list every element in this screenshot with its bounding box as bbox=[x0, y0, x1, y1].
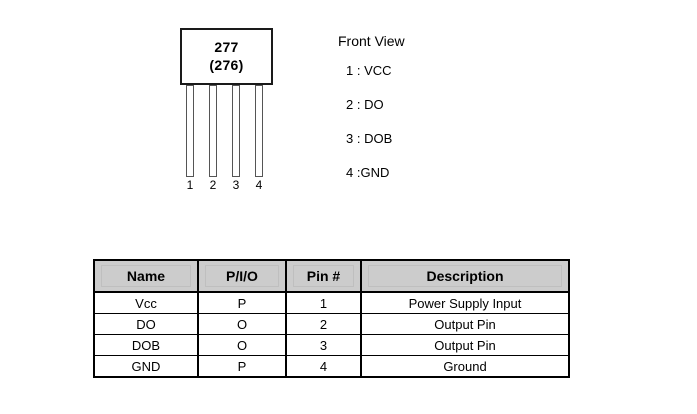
package-body-outline: 277 (276) bbox=[180, 28, 273, 85]
table-row: GND P 4 Ground bbox=[93, 355, 570, 378]
front-view-item-3: 3 : DOB bbox=[346, 131, 393, 146]
front-view-legend: Front View 1 : VCC 2 : DO 3 : DOB 4 :GND bbox=[338, 33, 405, 199]
pin-leads-group: 1 2 3 4 bbox=[180, 85, 273, 192]
cell-name: DO bbox=[93, 313, 199, 335]
column-header-pin: Pin # bbox=[285, 259, 362, 293]
cell-name: GND bbox=[93, 355, 199, 378]
column-header-pio-label: P/I/O bbox=[205, 265, 279, 287]
cell-pio: P bbox=[197, 355, 287, 378]
pin-number-3: 3 bbox=[232, 178, 240, 192]
cell-pin: 3 bbox=[285, 334, 362, 356]
pin-lead-1 bbox=[186, 85, 194, 177]
cell-pio: O bbox=[197, 313, 287, 335]
column-header-pin-label: Pin # bbox=[293, 265, 354, 287]
pin-number-4: 4 bbox=[255, 178, 263, 192]
column-header-pio: P/I/O bbox=[197, 259, 287, 293]
column-header-name-label: Name bbox=[101, 265, 191, 287]
pin-number-2: 2 bbox=[209, 178, 217, 192]
package-diagram: 277 (276) 1 2 3 4 bbox=[180, 28, 273, 192]
front-view-item-1: 1 : VCC bbox=[346, 63, 392, 78]
cell-pio: P bbox=[197, 291, 287, 314]
column-header-description: Description bbox=[360, 259, 570, 293]
column-header-name: Name bbox=[93, 259, 199, 293]
cell-description: Output Pin bbox=[360, 313, 570, 335]
table-row: DO O 2 Output Pin bbox=[93, 313, 570, 335]
pin-lead-2 bbox=[209, 85, 217, 177]
front-view-item-4: 4 :GND bbox=[346, 165, 390, 180]
pin-lead-3 bbox=[232, 85, 240, 177]
cell-pin: 4 bbox=[285, 355, 362, 378]
cell-description: Output Pin bbox=[360, 334, 570, 356]
cell-pio: O bbox=[197, 334, 287, 356]
package-part-number: 277 bbox=[214, 39, 239, 56]
front-view-item-2: 2 : DO bbox=[346, 97, 384, 112]
table-row: DOB O 3 Output Pin bbox=[93, 334, 570, 356]
table-header-row: Name P/I/O Pin # Description bbox=[93, 259, 570, 293]
column-header-description-label: Description bbox=[368, 265, 562, 287]
pinout-table: Name P/I/O Pin # Description Vcc P 1 Pow… bbox=[93, 259, 570, 378]
package-alternate-part-number: (276) bbox=[209, 56, 244, 73]
cell-description: Power Supply Input bbox=[360, 291, 570, 314]
pin-number-1: 1 bbox=[186, 178, 194, 192]
cell-pin: 1 bbox=[285, 291, 362, 314]
pin-lead-4 bbox=[255, 85, 263, 177]
cell-name: DOB bbox=[93, 334, 199, 356]
table-row: Vcc P 1 Power Supply Input bbox=[93, 291, 570, 314]
cell-pin: 2 bbox=[285, 313, 362, 335]
cell-description: Ground bbox=[360, 355, 570, 378]
front-view-title: Front View bbox=[338, 33, 405, 49]
cell-name: Vcc bbox=[93, 291, 199, 314]
